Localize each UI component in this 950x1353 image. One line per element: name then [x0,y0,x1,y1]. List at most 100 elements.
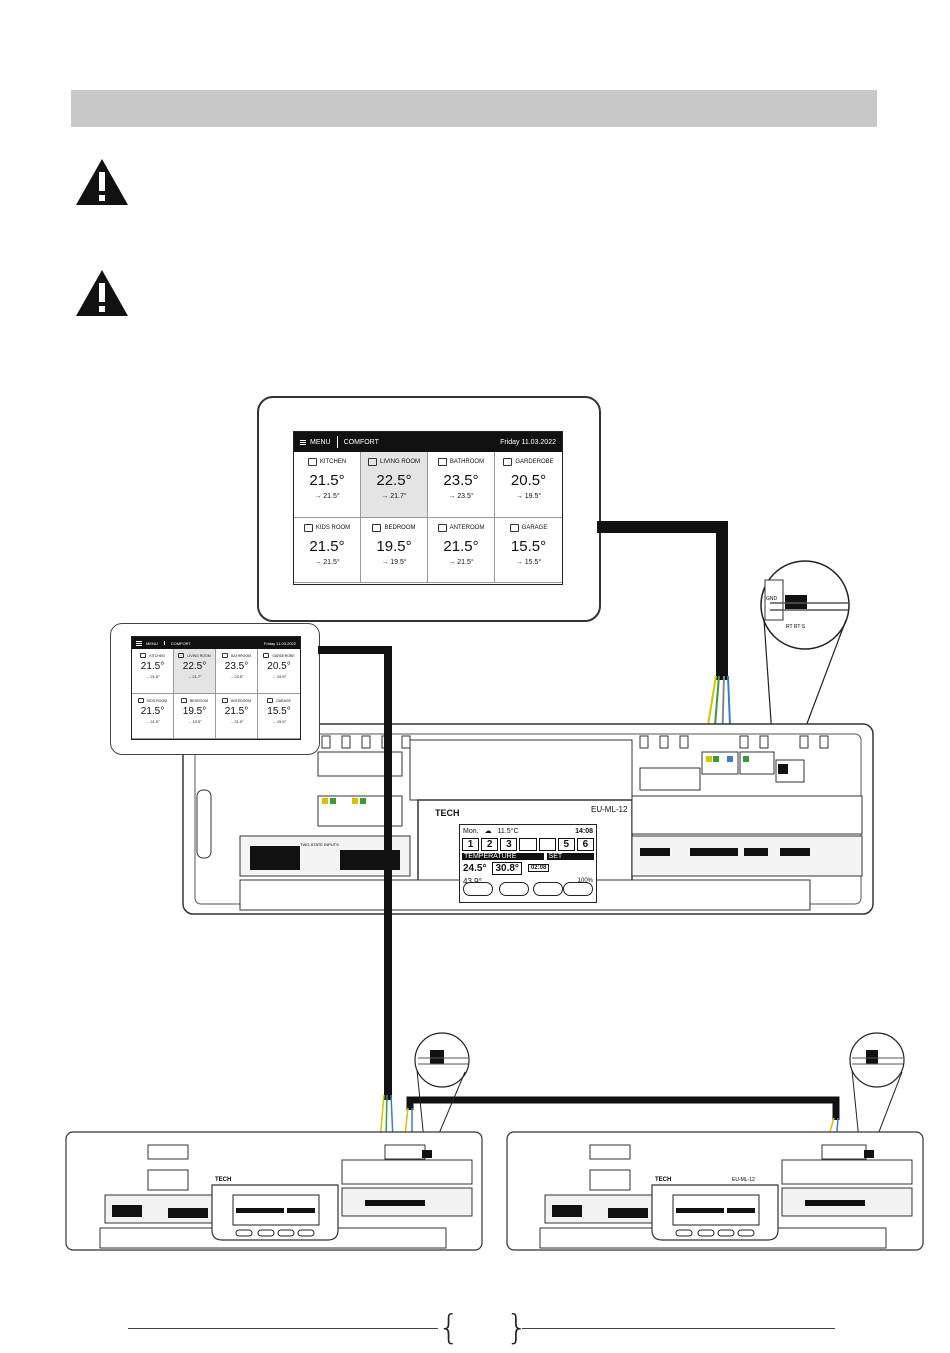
warning-icon [76,270,128,316]
page-bracket-left: { [438,1308,460,1348]
room-temperature: 23.5° [443,472,479,489]
model-label: EU-ML-12 [591,805,628,814]
car-icon [509,523,519,532]
room-setpoint: → 19.5° [515,493,542,500]
room-name: KIDS ROOM [146,698,168,703]
lcd-outdoor: 11.5°C [497,827,519,835]
room-setpoint: → 21.5° [145,674,160,679]
room-temperature: 21.5° [140,661,165,672]
menu-label[interactable]: MENU [310,438,331,446]
room-setpoint: → 21.5° [314,493,340,500]
room-name: GARAGE [276,698,291,703]
room-setpoint: → 19.5° [187,719,202,724]
lcd-clock2: 02:08 [527,864,550,872]
room-temperature: 19.5° [182,706,207,717]
lcd-temp: 24.5° [463,862,487,874]
cloud-icon: ☁ [484,828,492,835]
mode-label[interactable]: COMFORT [170,640,191,646]
model-label: EU-ML-12 [732,1177,755,1183]
lcd-zone [538,837,556,851]
touch-panel-screen: MENU COMFORT Friday 11.03.2022 KITCHEN 21… [293,431,563,585]
menu-icon[interactable] [300,439,306,446]
section-header-band [71,90,877,127]
brand-logo: TECH [215,1177,231,1183]
lcd-zone: 3 [500,837,518,851]
room-name: BATHROOM [449,459,485,465]
room-icon [140,653,147,658]
menu-label[interactable]: MENU [146,640,158,646]
room-name: GARDEROBE [515,459,554,465]
room-temperature: 20.5° [267,661,291,672]
gnd-label: GND [766,596,778,602]
menu-button[interactable] [463,882,493,896]
lcd-zone: 6 [576,837,594,851]
date-label: Friday 11.03.2022 [264,640,296,646]
room-name: KITCHEN [319,459,347,465]
exit-button[interactable] [563,882,593,896]
wiring-diagram-dual: TECH TECH EU-ML-12 [65,646,924,1251]
menu-icon[interactable] [136,640,142,647]
kitchen-icon [307,458,317,466]
room-name: GARAGE [521,524,548,531]
touch-panel-main: MENU COMFORT Friday 11.03.2022 KITCHEN 21… [257,396,601,622]
room-tile[interactable]: LIVING ROOM 22.5° → 21.7° [361,452,428,518]
room-icon [267,698,273,703]
room-name: BEDROOM [384,524,416,531]
room-temperature: 21.5° [224,706,249,717]
hanger-icon [503,458,513,466]
room-tile[interactable]: BATHROOM 23.5° → 23.5° [216,649,258,694]
room-name: BEDROOM [189,698,209,703]
up-button[interactable] [499,882,529,896]
room-name: BATHROOM [231,653,251,658]
room-temperature: 15.5° [510,537,547,555]
room-temperature: 15.5° [267,706,291,717]
room-temperature: 22.5° [376,472,412,489]
room-temperature: 21.5° [140,706,165,717]
room-name: LIVING ROOM [379,459,420,465]
room-setpoint: → 21.7° [381,493,407,500]
room-temperature: 22.5° [182,661,207,672]
mode-label[interactable]: COMFORT [343,438,379,446]
room-setpoint: → 21.7° [187,674,202,679]
warning-icon [76,159,128,205]
page-bracket-right: } [506,1308,528,1348]
screen-topbar: MENU COMFORT Friday 11.03.2022 [294,432,562,452]
room-temperature: 23.5° [224,661,249,672]
lcd-set: 30.8° [492,861,522,875]
room-tile[interactable]: KITCHEN 21.5° → 21.5° [294,452,361,518]
room-name: ANTEROOM [230,698,252,703]
room-setpoint: → 23.5° [229,674,244,679]
sofa-icon [367,458,377,466]
room-name: ANTEROOM [449,524,485,531]
down-button[interactable] [533,882,563,896]
date-label: Friday 11.03.2022 [500,438,556,446]
room-icon [263,653,270,658]
room-setpoint: → 19.5° [271,674,287,679]
room-tile[interactable]: BEDROOM 19.5° → 19.5° [174,694,216,739]
lcd-day: Mon. [463,827,479,835]
two-state-label: TWO-STATE INPUTS [300,842,339,847]
room-temperature: 21.5° [309,472,345,489]
footer-rule-right [522,1328,835,1329]
room-grid: KITCHEN 21.5° → 21.5° LIVING ROOM 22.5° → 21.… [294,452,562,583]
lcd-percent: 100% [577,878,593,884]
room-temperature: 21.5° [309,537,345,555]
kids-icon [303,523,313,532]
lcd-set-label: SET [546,852,594,860]
screen-topbar: MENU COMFORT Friday 11.03.2022 [132,637,300,649]
